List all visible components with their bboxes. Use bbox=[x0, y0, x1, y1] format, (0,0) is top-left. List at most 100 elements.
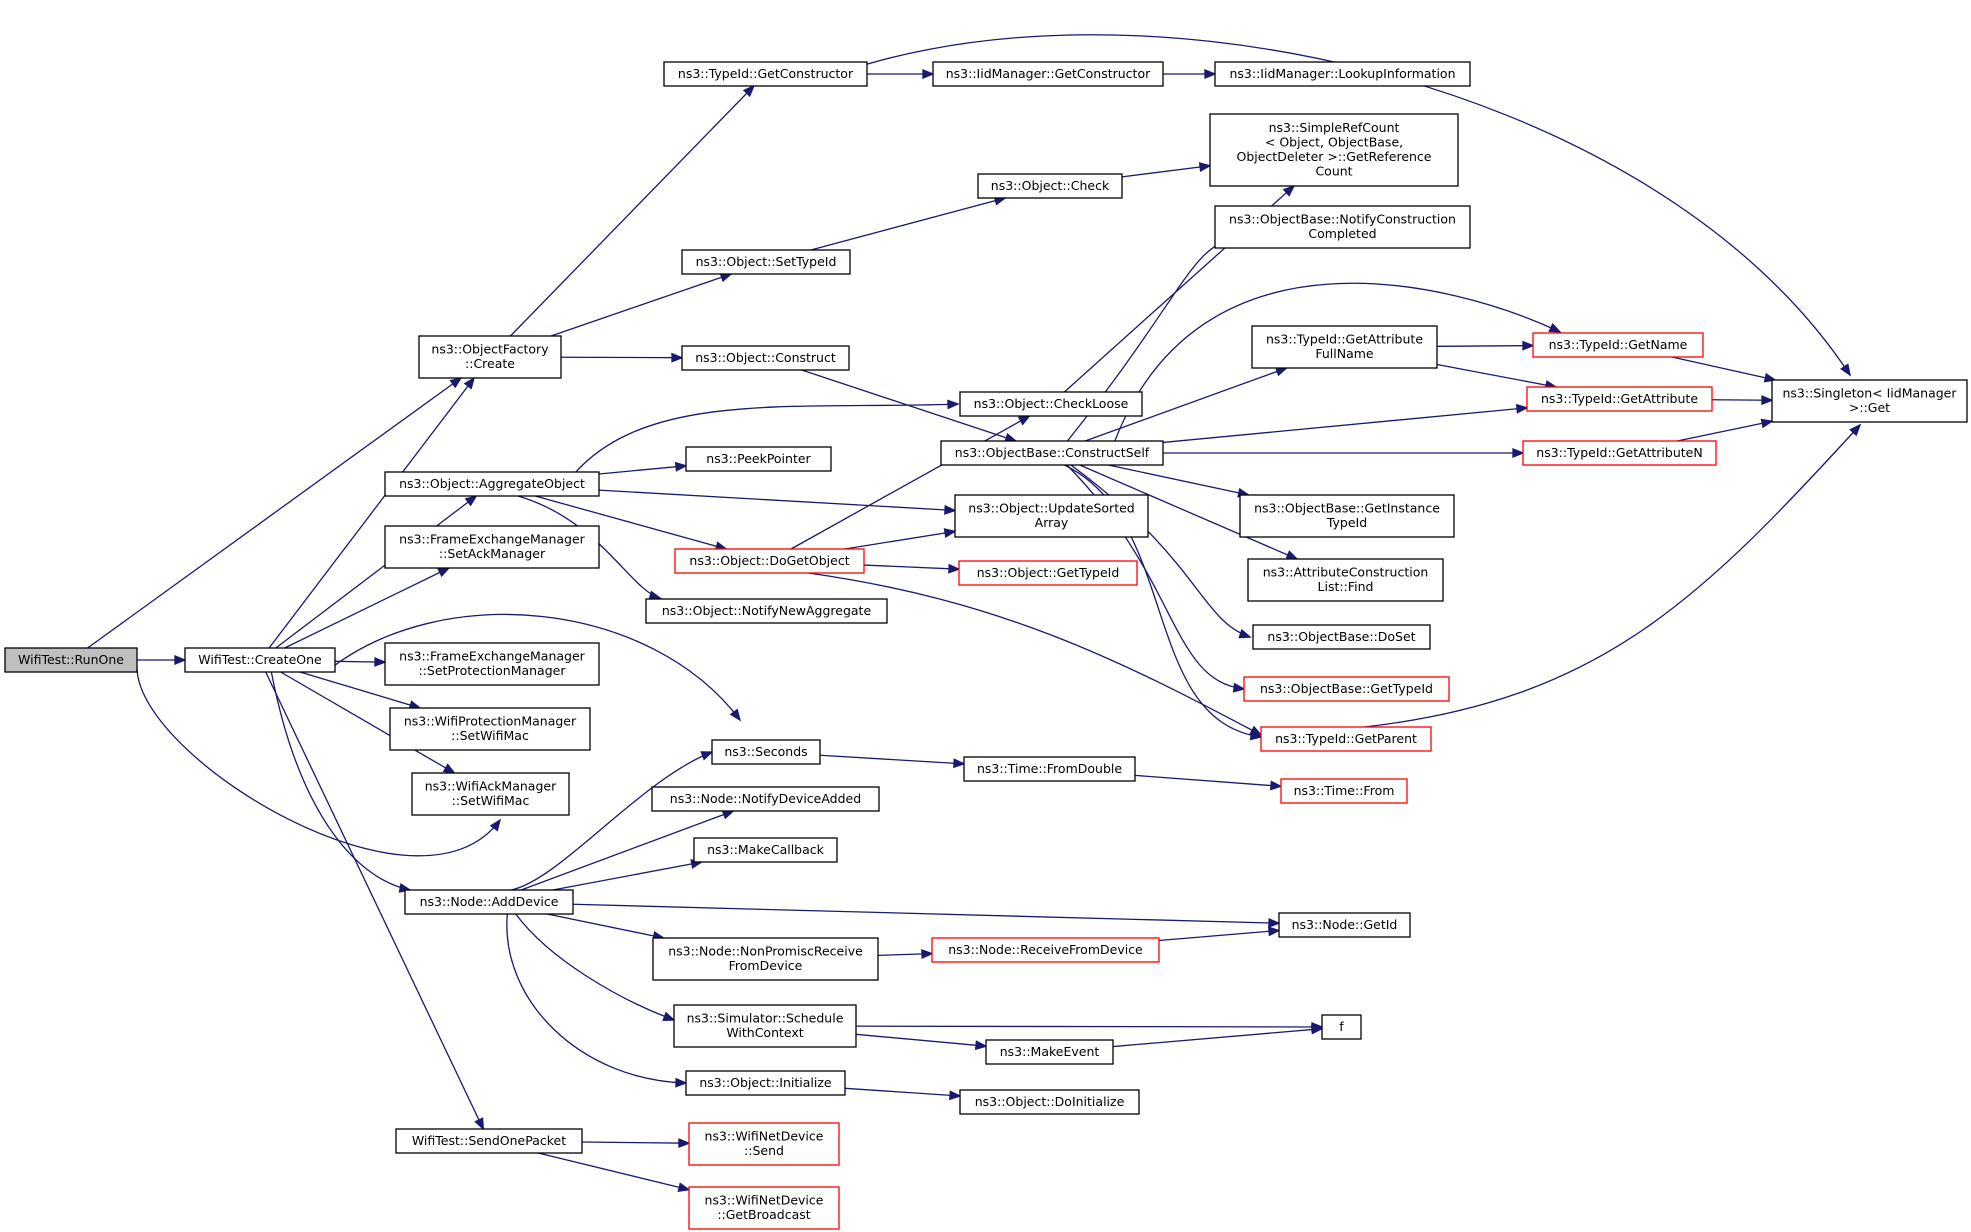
node-n26[interactable]: ns3::Object::DoGetObject bbox=[674, 548, 865, 574]
node-n43[interactable]: f bbox=[1321, 1014, 1362, 1040]
node-n15[interactable]: ns3::TypeId::GetAttribute bbox=[1526, 386, 1713, 412]
node-n31[interactable]: ns3::WifiProtectionManager::SetWifiMac bbox=[389, 707, 591, 751]
node-n35[interactable]: ns3::Time::From bbox=[1280, 778, 1408, 804]
node-n16[interactable]: ns3::TypeId::GetAttributeN bbox=[1522, 440, 1717, 466]
node-label: ::GetBroadcast bbox=[717, 1207, 810, 1222]
node-n8[interactable]: ns3::Object::Check bbox=[977, 173, 1123, 199]
edge-n11-n17 bbox=[1108, 464, 1251, 498]
edge-line bbox=[511, 751, 713, 891]
edge-n47-n48 bbox=[581, 1138, 691, 1149]
node-box bbox=[1771, 379, 1968, 423]
node-label: ns3::Object::NotifyNewAggregate bbox=[662, 603, 872, 618]
node-label: ns3::ObjectBase::GetTypeId bbox=[1260, 681, 1433, 696]
node-box bbox=[959, 1089, 1140, 1115]
edge-n22-n24 bbox=[598, 461, 688, 475]
node-n30[interactable]: ns3::FrameExchangeManager::SetProtection… bbox=[384, 642, 600, 686]
node-label: WithContext bbox=[726, 1025, 803, 1040]
arrowhead-icon bbox=[1285, 550, 1299, 560]
node-n47[interactable]: WifiTest::SendOnePacket bbox=[395, 1128, 583, 1154]
edge-line bbox=[515, 913, 675, 1021]
node-n27[interactable]: ns3::Object::GetTypeId bbox=[958, 560, 1138, 586]
edge-line bbox=[863, 564, 960, 570]
node-n12[interactable]: ns3::ObjectBase::NotifyConstructionCompl… bbox=[1214, 205, 1471, 249]
node-n49[interactable]: ns3::WifiNetDevice::GetBroadcast bbox=[688, 1186, 840, 1230]
node-n34[interactable]: ns3::Time::FromDouble bbox=[963, 756, 1136, 782]
node-n7[interactable]: ns3::Object::SetTypeId bbox=[681, 249, 851, 275]
node-n33[interactable]: ns3::Seconds bbox=[711, 739, 821, 765]
node-n10[interactable]: ns3::Object::Construct bbox=[681, 345, 850, 371]
node-label: ns3::WifiProtectionManager bbox=[404, 714, 577, 729]
node-label: ::Create bbox=[465, 356, 515, 371]
node-n2[interactable]: ns3::ObjectFactory::Create bbox=[418, 335, 562, 379]
node-label: ns3::Node::ReceiveFromDevice bbox=[948, 942, 1143, 957]
node-n6[interactable]: ns3::Singleton< IidManager >::Get bbox=[1771, 379, 1968, 423]
edge-n0-n1 bbox=[137, 655, 187, 665]
node-label: ns3::Object::DoGetObject bbox=[689, 553, 849, 568]
node-label: ns3::Object::Check bbox=[991, 178, 1110, 193]
edge-line bbox=[265, 671, 484, 1130]
edge-n2-n10 bbox=[560, 352, 684, 363]
node-box bbox=[384, 471, 600, 497]
node-n5[interactable]: ns3::IidManager::LookupInformation bbox=[1214, 61, 1471, 87]
node-n1[interactable]: WifiTest::CreateOne bbox=[184, 647, 336, 673]
node-n0[interactable]: WifiTest::RunOne bbox=[4, 647, 138, 673]
node-n19[interactable]: ns3::ObjectBase::DoSet bbox=[1252, 624, 1431, 650]
node-label: ns3::Simulator::Schedule bbox=[687, 1011, 844, 1026]
edge-line bbox=[520, 810, 734, 891]
edge-line bbox=[506, 913, 687, 1084]
node-box bbox=[389, 707, 591, 751]
node-n20[interactable]: ns3::ObjectBase::GetTypeId bbox=[1243, 676, 1450, 702]
edge-line bbox=[1114, 282, 1561, 442]
node-label: WifiTest::SendOnePacket bbox=[412, 1133, 566, 1148]
edge-line bbox=[810, 197, 1006, 251]
node-box bbox=[931, 937, 1160, 963]
arrowhead-icon bbox=[974, 1040, 988, 1051]
edge-line bbox=[270, 671, 411, 891]
node-n38[interactable]: ns3::MakeCallback bbox=[693, 837, 838, 863]
edge-n16-n6 bbox=[1677, 418, 1774, 442]
node-n37[interactable]: ns3::Node::NotifyDeviceAdded bbox=[651, 786, 880, 812]
node-n11[interactable]: ns3::ObjectBase::ConstructSelf bbox=[940, 440, 1164, 466]
node-box bbox=[681, 345, 850, 371]
node-n36[interactable]: ns3::Node::AddDevice bbox=[404, 889, 574, 915]
node-label: ::SetProtectionManager bbox=[419, 663, 567, 678]
edge-n26-n25 bbox=[844, 528, 957, 550]
node-n45[interactable]: ns3::Object::Initialize bbox=[685, 1070, 846, 1096]
node-n41[interactable]: ns3::Node::ReceiveFromDevice bbox=[931, 937, 1160, 963]
edge-n21-n6 bbox=[1364, 423, 1862, 728]
edge-n13-n15 bbox=[1436, 363, 1558, 390]
edge-n1-n36 bbox=[270, 671, 412, 893]
node-box bbox=[1321, 1014, 1362, 1040]
node-n23[interactable]: ns3::Object::CheckLoose bbox=[959, 391, 1143, 417]
node-n29[interactable]: ns3::FrameExchangeManager::SetAckManager bbox=[384, 525, 600, 569]
node-n22[interactable]: ns3::Object::AggregateObject bbox=[384, 471, 600, 497]
node-n14[interactable]: ns3::TypeId::GetName bbox=[1532, 332, 1704, 358]
arrowhead-icon bbox=[464, 494, 478, 507]
edge-line bbox=[819, 754, 965, 765]
edge-n41-n39 bbox=[1158, 926, 1281, 942]
node-n4[interactable]: ns3::IidManager::GetConstructor bbox=[932, 61, 1164, 87]
node-n32[interactable]: ns3::WifiAckManager::SetWifiMac bbox=[411, 772, 570, 816]
node-n44[interactable]: ns3::MakeEvent bbox=[985, 1039, 1114, 1065]
edge-n1-n32 bbox=[280, 671, 456, 774]
edge-line bbox=[517, 495, 661, 599]
node-n9[interactable]: ns3::SimpleRefCount< Object, ObjectBase,… bbox=[1209, 113, 1459, 187]
node-n28[interactable]: ns3::Object::NotifyNewAggregate bbox=[645, 598, 888, 624]
node-n3[interactable]: ns3::TypeId::GetConstructor bbox=[663, 61, 868, 87]
arrowhead-icon bbox=[671, 352, 684, 363]
node-n46[interactable]: ns3::Object::DoInitialize bbox=[959, 1089, 1140, 1115]
edge-line bbox=[535, 495, 727, 550]
node-n48[interactable]: ns3::WifiNetDevice::Send bbox=[688, 1122, 840, 1166]
node-n24[interactable]: ns3::PeekPointer bbox=[685, 446, 832, 472]
node-n21[interactable]: ns3::TypeId::GetParent bbox=[1260, 726, 1432, 752]
edge-n15-n6 bbox=[1711, 395, 1774, 406]
arrowhead-icon bbox=[437, 567, 451, 578]
arrowhead-icon bbox=[1515, 403, 1529, 414]
node-n39[interactable]: ns3::Node::GetId bbox=[1278, 912, 1411, 938]
